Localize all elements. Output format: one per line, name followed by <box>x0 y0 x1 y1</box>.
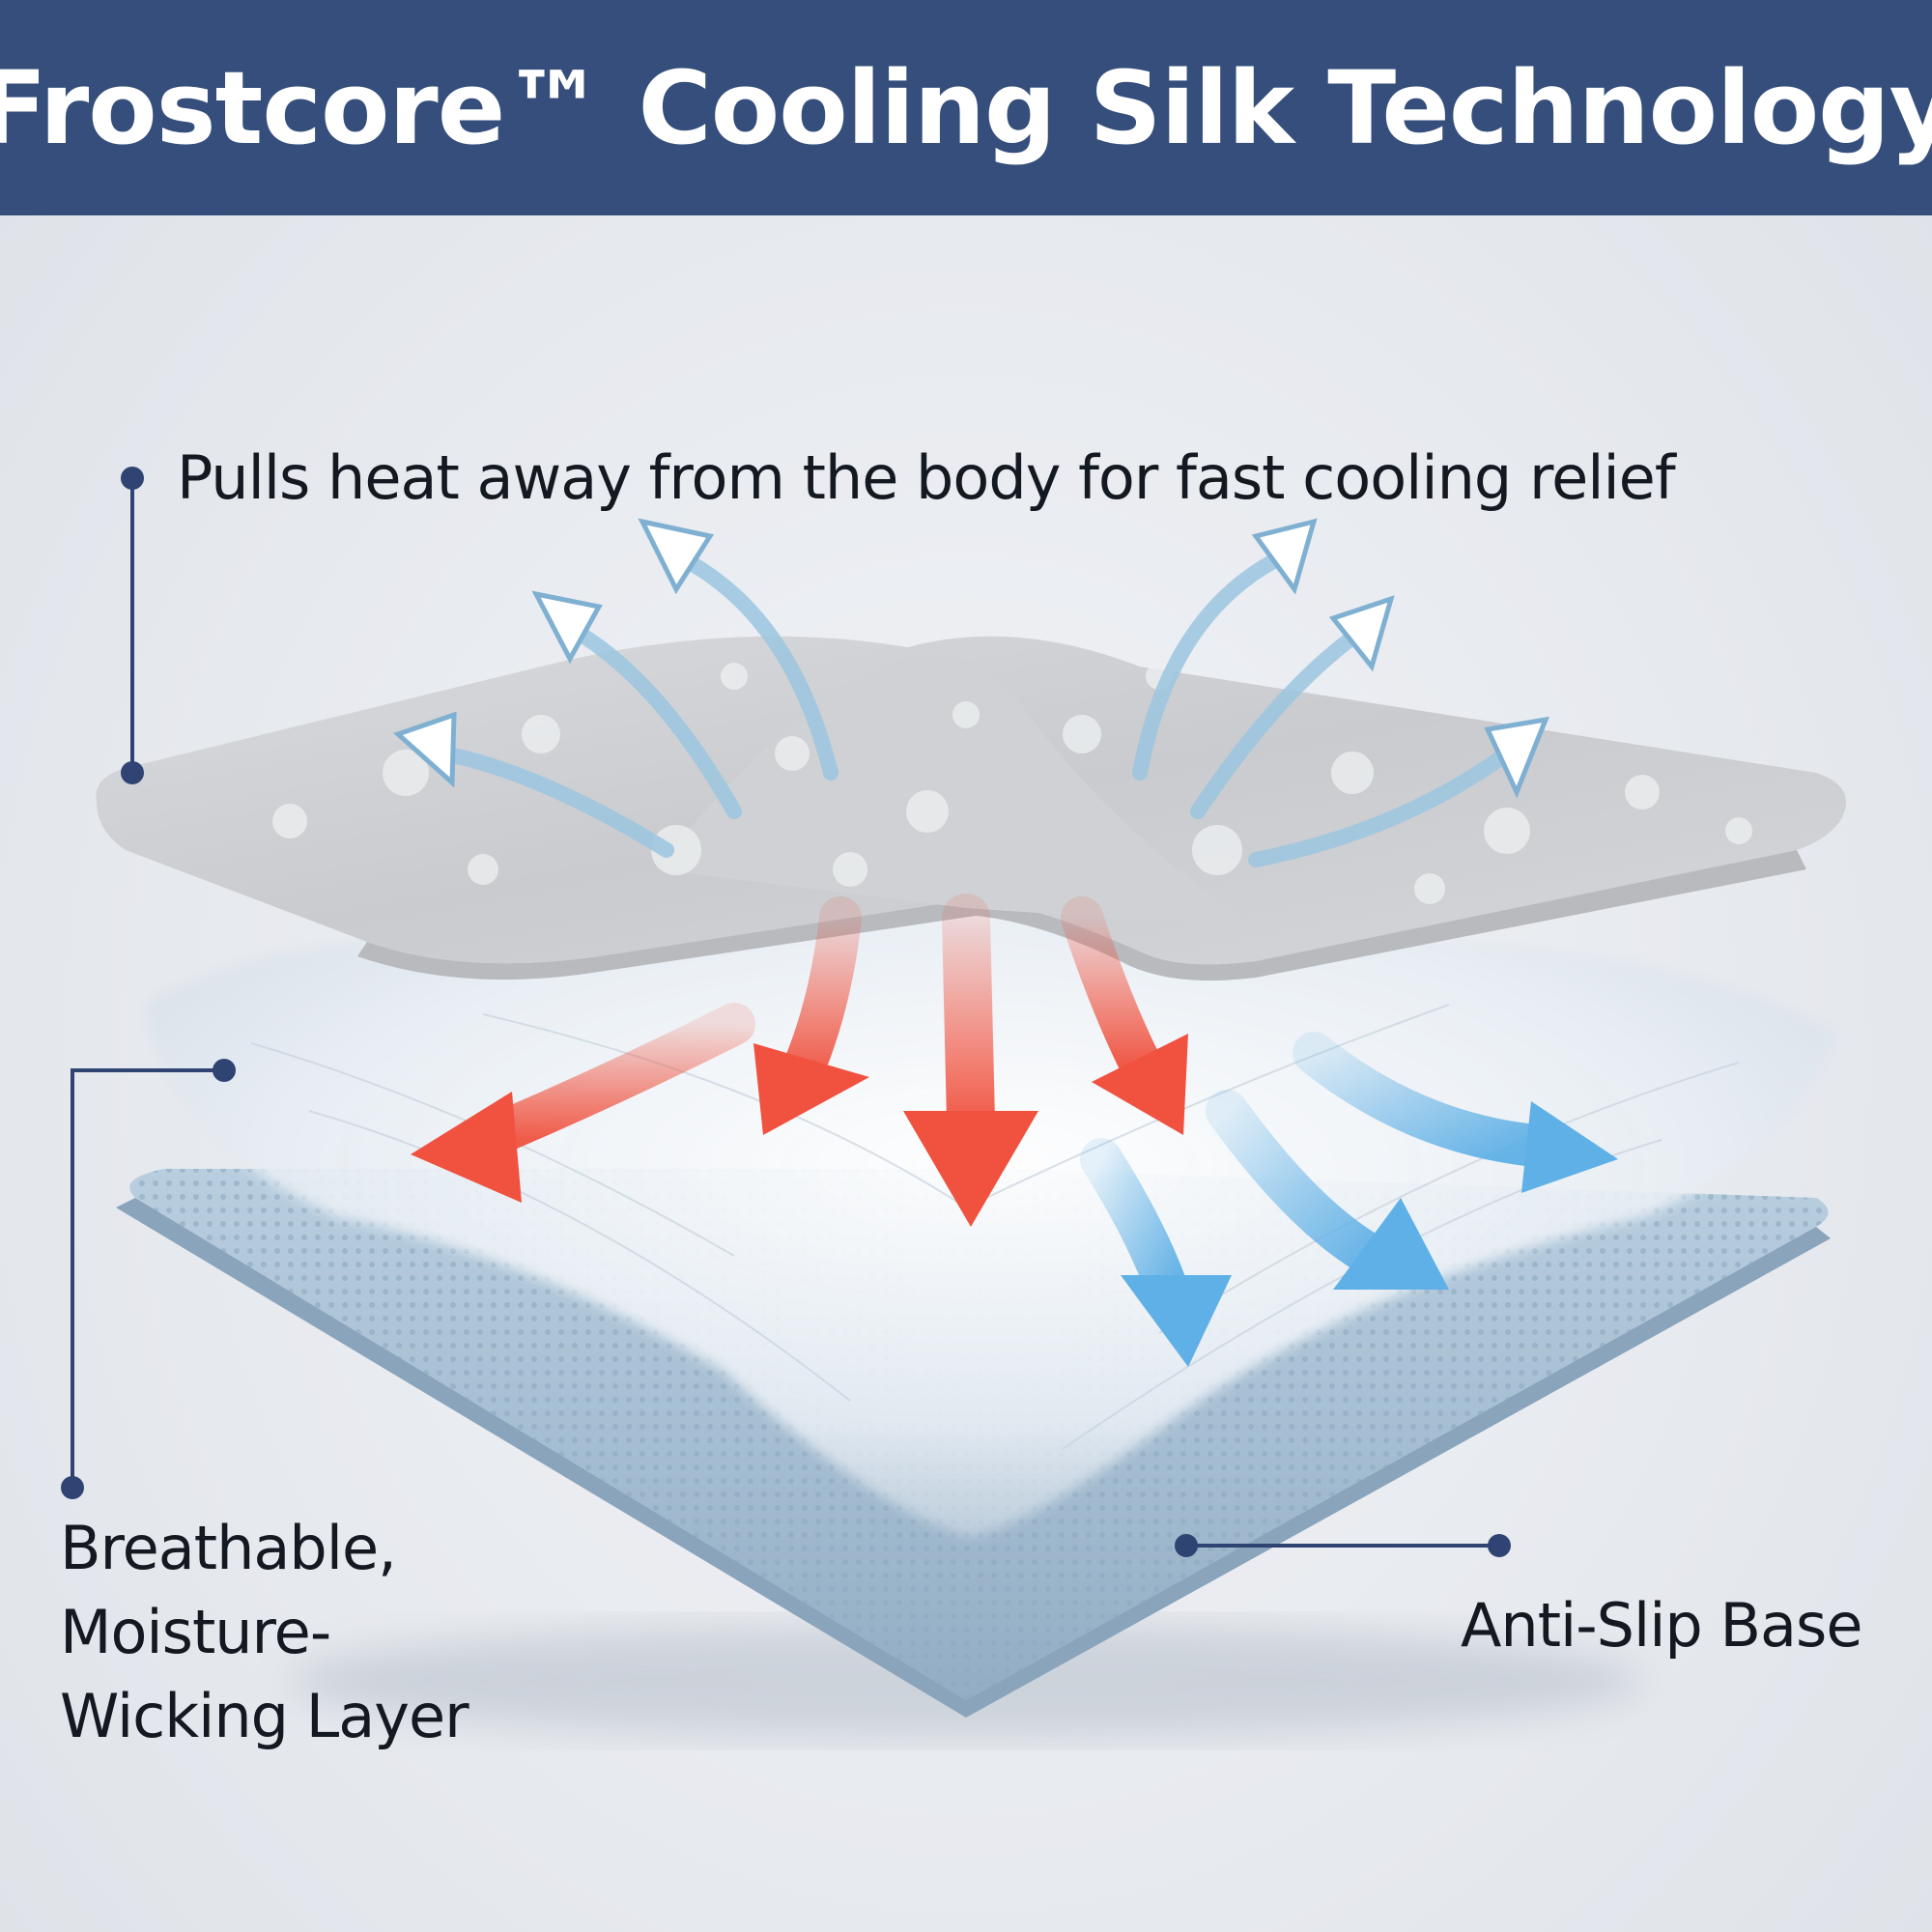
callout-cooling-relief: Pulls heat away from the body for fast c… <box>177 442 1676 513</box>
callout-moisture-line-2: Moisture- <box>60 1596 331 1667</box>
callout-anti-slip-base: Anti-Slip Base <box>1461 1590 1862 1661</box>
callout-dots <box>61 467 1511 1557</box>
callout-moisture-line-3: Wicking Layer <box>60 1680 469 1751</box>
callout-moisture-wicking: Breathable, Moisture- Wicking Layer <box>60 1507 469 1758</box>
callout-lines <box>71 478 1499 1548</box>
airflow-arrow-icon <box>1080 1032 1618 1367</box>
callout-moisture-line-1: Breathable, <box>60 1513 397 1583</box>
cool-air-arrow-icon <box>437 553 1515 867</box>
cooling-silk-layer-icon <box>96 636 1847 981</box>
page-title: Frostcore™ Cooling Silk Technology <box>0 48 1932 167</box>
heat-arrow-icon <box>411 894 1188 1227</box>
title-banner: Frostcore™ Cooling Silk Technology <box>0 0 1932 215</box>
cool-air-arrowheads <box>393 518 1549 799</box>
